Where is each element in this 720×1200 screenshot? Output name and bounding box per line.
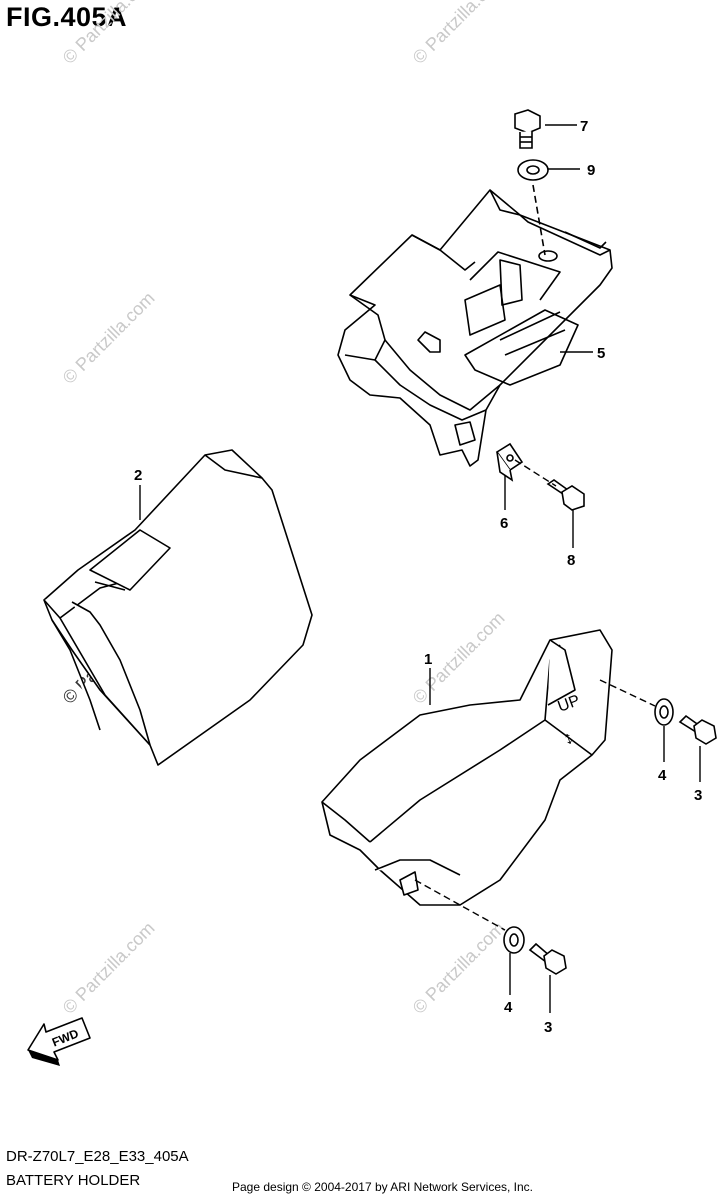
callout-4: 4	[658, 767, 667, 784]
watermark: © Partzilla.com	[59, 0, 159, 68]
callout-9: 9	[587, 162, 595, 179]
callout-5: 5	[597, 345, 605, 362]
bolt-8-icon	[514, 109, 541, 149]
battery-cover	[43, 449, 313, 766]
battery-case: UP ↕	[321, 629, 613, 906]
callout-2: 2	[134, 467, 142, 484]
callout-7: 6	[500, 515, 508, 532]
clip-nut-7-icon	[495, 442, 524, 482]
battery-tray	[337, 184, 613, 467]
leader-line	[599, 679, 656, 707]
watermark: © Partzilla.com	[59, 918, 159, 1018]
callout-3: 3	[694, 787, 702, 804]
figure-code: DR-Z70L7_E28_E33_405A	[6, 1148, 189, 1165]
bolt-3-icon	[678, 714, 717, 745]
page-credit: Page design © 2004-2017 by ARI Network S…	[232, 1180, 534, 1194]
washer-4-icon	[503, 926, 525, 954]
washer-9-icon	[517, 159, 549, 181]
figure-title: FIG.405A	[6, 2, 128, 32]
watermark: © Partzilla.com	[409, 0, 509, 68]
leader-line	[514, 459, 557, 487]
callout-labels: 7 9 5 6 8 2 1 4 3 4 3	[134, 118, 702, 1036]
washer-4-icon	[654, 698, 674, 726]
bolt-3-icon	[528, 942, 567, 975]
figure-name: BATTERY HOLDER	[6, 1172, 141, 1189]
callout-8: 7	[580, 118, 588, 135]
callout-6: 8	[567, 552, 575, 569]
watermark: © Partzilla.com	[409, 918, 509, 1018]
callout-4: 4	[504, 999, 513, 1016]
callout-1: 1	[424, 651, 432, 668]
callout-leaders	[139, 124, 701, 1013]
fwd-arrow-icon: FWD	[27, 1017, 91, 1066]
watermark: © Partzilla.com	[59, 288, 159, 388]
callout-3: 3	[544, 1019, 552, 1036]
svg-text:UP: UP	[556, 692, 583, 716]
leader-line	[414, 879, 506, 931]
